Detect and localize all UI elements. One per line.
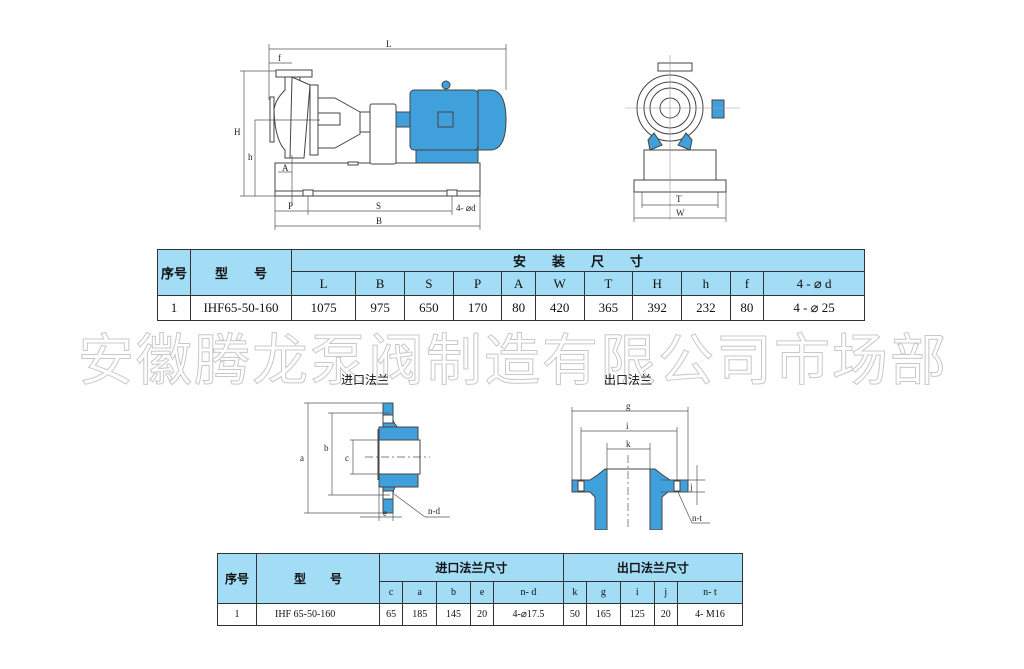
column-header: g — [585, 581, 621, 604]
cell-value: 365 — [583, 295, 634, 321]
cell-no: 1 — [157, 295, 191, 321]
header-model: 型 号 — [190, 249, 292, 296]
cell-no: 1 — [217, 603, 257, 626]
bolt-slot-right — [446, 189, 458, 197]
cell-value: 975 — [355, 295, 405, 321]
cell-value: 420 — [534, 295, 585, 321]
column-header: 4 - ⌀ d — [763, 271, 865, 296]
header-no: 序号 — [217, 553, 257, 604]
header-no: 序号 — [157, 249, 191, 296]
dim-i: i — [626, 421, 629, 431]
dim-W: W — [676, 208, 685, 218]
cell-outlet-value: 4- M16 — [676, 603, 744, 626]
cell-inlet-value: 185 — [402, 603, 438, 626]
column-header: j — [653, 581, 678, 604]
dim-k: k — [626, 439, 631, 449]
column-header: b — [436, 581, 471, 604]
cell-outlet-value: 125 — [619, 603, 655, 626]
column-header: L — [290, 271, 357, 296]
header-outlet-group: 出口法兰尺寸 — [562, 553, 744, 582]
dim-n-t: n-t — [692, 513, 702, 523]
column-header: k — [562, 581, 587, 604]
column-header: S — [403, 271, 454, 296]
dim-c: c — [345, 453, 349, 463]
company-watermark: 安徽腾龙泵阀制造有限公司市场部 — [78, 329, 948, 395]
column-header: W — [534, 271, 585, 296]
pump-front-view: T W — [625, 55, 740, 222]
dim-L: L — [386, 39, 392, 49]
cell-outlet-value: 20 — [653, 603, 678, 626]
dim-g: g — [626, 401, 631, 411]
bolt-slot-left — [302, 189, 314, 197]
dim-P: P — [288, 201, 293, 211]
dim-T: T — [676, 194, 682, 204]
dim-b: b — [324, 443, 329, 453]
column-header: n- d — [493, 581, 564, 604]
coupling-guard — [369, 103, 397, 165]
cell-outlet-value: 50 — [562, 603, 587, 626]
cell-inlet-value: 20 — [469, 603, 495, 626]
column-header: P — [452, 271, 503, 296]
cell-value: 650 — [403, 295, 454, 321]
cell-inlet-value: 4-⌀17.5 — [493, 603, 564, 626]
dim-e: e — [383, 508, 387, 518]
outlet-flange-drawing: g i k j n-t — [571, 401, 710, 530]
inlet-flange-title: 进口法兰 — [341, 373, 390, 387]
header-inlet-group: 进口法兰尺寸 — [379, 553, 564, 582]
column-header: A — [501, 271, 536, 296]
dim-bolt: 4- ⌀d — [456, 203, 476, 213]
column-header: f — [729, 271, 765, 296]
cell-value: 170 — [452, 295, 503, 321]
cell-value: 80 — [729, 295, 765, 321]
cell-inlet-value: 145 — [436, 603, 471, 626]
dim-j: j — [689, 482, 693, 492]
column-header: e — [469, 581, 495, 604]
dim-f: f — [278, 53, 281, 63]
pump-side-view: L f H h A P S B 4- ⌀d — [234, 39, 507, 230]
cell-model: IHF65-50-160 — [190, 295, 292, 321]
dim-h: h — [248, 152, 253, 162]
outlet-flange-title: 出口法兰 — [604, 373, 653, 387]
column-header: T — [583, 271, 634, 296]
column-header: i — [619, 581, 655, 604]
column-header: B — [355, 271, 405, 296]
dim-n-d: n-d — [428, 506, 440, 516]
cell-inlet-value: 65 — [378, 603, 404, 626]
cell-value: 1075 — [290, 295, 357, 321]
dim-a: a — [300, 453, 304, 463]
dim-A: A — [282, 163, 289, 173]
cell-value: 392 — [632, 295, 683, 321]
header-install-group: 安 装 尺 寸 — [291, 249, 865, 272]
cell-model: IHF 65-50-160 — [256, 603, 380, 626]
column-header: a — [402, 581, 438, 604]
dim-H: H — [234, 127, 241, 137]
cell-value: 80 — [501, 295, 536, 321]
cell-value: 4 - ⌀ 25 — [763, 295, 865, 321]
column-header: h — [681, 271, 731, 296]
column-header: H — [632, 271, 683, 296]
column-header: n- t — [676, 581, 744, 604]
cell-value: 232 — [681, 295, 731, 321]
cell-outlet-value: 165 — [585, 603, 621, 626]
inlet-flange-drawing: a b c e n-d — [300, 402, 450, 521]
header-model: 型 号 — [256, 553, 380, 604]
dim-S: S — [376, 201, 381, 211]
column-header: c — [378, 581, 404, 604]
dim-B: B — [376, 216, 382, 226]
